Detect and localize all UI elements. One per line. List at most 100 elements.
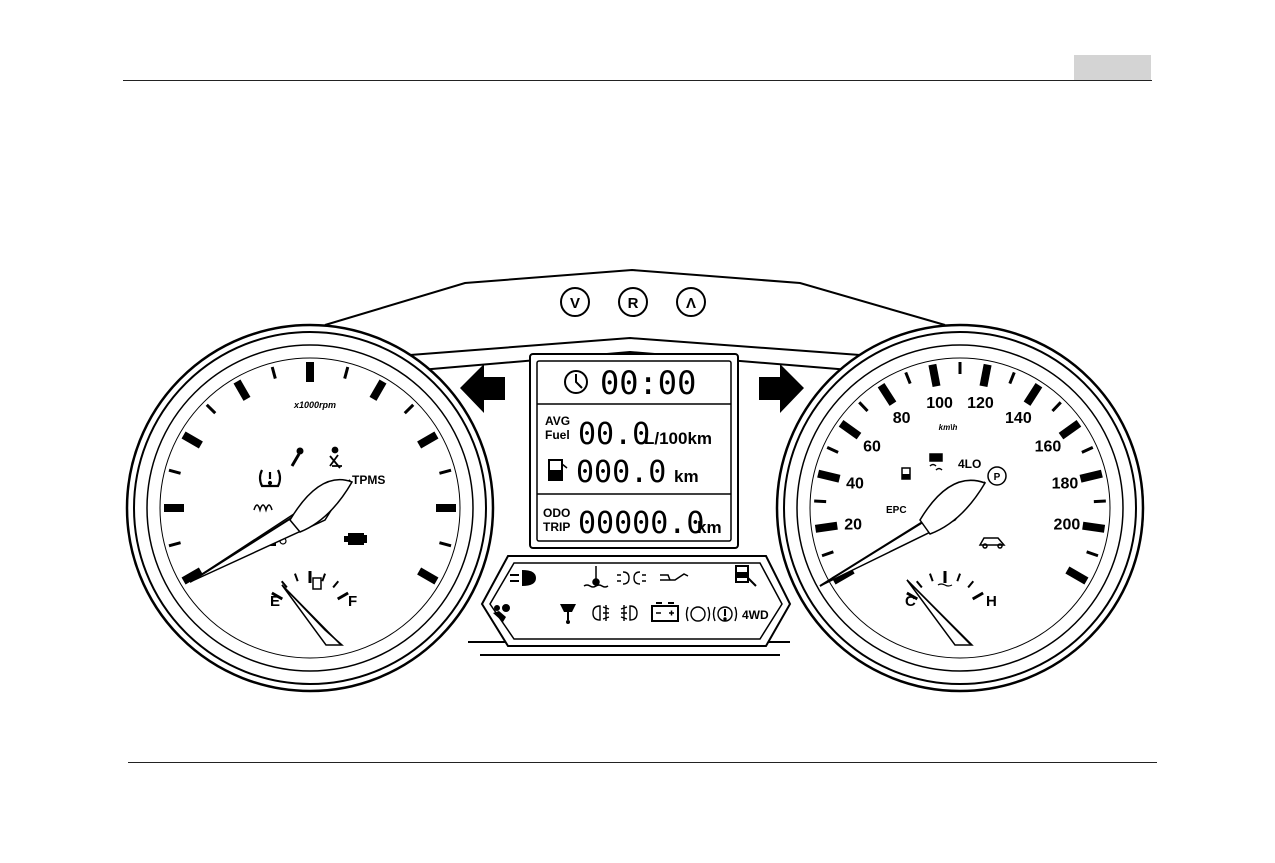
- minor-tick: [814, 499, 827, 504]
- minor-tick: [858, 401, 869, 413]
- major-tick: [417, 431, 439, 449]
- fuel-empty-label: E: [270, 593, 280, 610]
- major-tick: [233, 379, 251, 401]
- door-open-icon: [735, 565, 757, 587]
- major-tick: [181, 431, 203, 449]
- fuel-range-icon: [548, 459, 568, 481]
- major-tick: [838, 420, 862, 440]
- center-display: 00:00 AVG Fuel 00.0 L/100km 000.0 km ODO…: [529, 353, 739, 549]
- trip-label: TRIP: [543, 520, 570, 534]
- avg-fuel-unit: L/100km: [644, 429, 712, 448]
- reset-button[interactable]: R: [618, 287, 648, 317]
- four-wd-indicator-label: 4WD: [742, 608, 769, 622]
- airbag-warning-icon: [493, 604, 510, 622]
- front-fog-light-icon: [620, 605, 638, 621]
- major-tick: [181, 567, 203, 585]
- minor-tick: [270, 366, 277, 379]
- fuel-pump-icon: [312, 577, 322, 590]
- position-lights-icon: [617, 571, 646, 585]
- minor-tick: [321, 573, 326, 582]
- speed-scale-label: 100: [926, 395, 953, 412]
- speed-scale-label: 60: [863, 438, 881, 455]
- tachometer-needle: [189, 478, 354, 583]
- tachometer-ticks: [164, 362, 456, 585]
- major-tick: [971, 591, 984, 601]
- right-turn-signal-icon: [759, 364, 804, 413]
- key-icon: [290, 447, 304, 467]
- major-tick: [817, 469, 841, 483]
- tpms-warning-icon: [258, 469, 282, 488]
- parking-brake-icon: P: [987, 466, 1007, 486]
- minor-tick: [956, 573, 961, 582]
- major-tick: [979, 363, 992, 387]
- major-tick: [1079, 469, 1103, 483]
- minor-tick: [294, 573, 299, 582]
- minor-tick: [280, 580, 288, 589]
- minor-tick: [439, 468, 452, 475]
- speed-scale-label: 160: [1035, 438, 1062, 455]
- car-lights-icon: [978, 537, 1006, 549]
- range-unit: km: [674, 467, 699, 486]
- speed-scale-label: 20: [844, 516, 862, 533]
- minor-tick: [343, 366, 350, 379]
- check-engine-icon: [344, 533, 367, 545]
- speed-unit-label: km\h: [939, 423, 958, 432]
- minor-tick: [1086, 550, 1099, 558]
- avg-fuel-label-line2: Fuel: [545, 428, 570, 442]
- major-tick: [336, 591, 349, 601]
- page-tab-marker: [1074, 55, 1151, 80]
- down-button[interactable]: V: [560, 287, 590, 317]
- speedometer-ticks: [814, 362, 1106, 585]
- major-tick: [1065, 566, 1089, 585]
- major-tick: [1082, 521, 1106, 533]
- washer-fluid-icon: [560, 604, 576, 624]
- minor-tick: [205, 403, 217, 415]
- oil-pressure-icon: [660, 573, 689, 581]
- four-lo-label: 4LO: [958, 457, 981, 471]
- avg-fuel-readout: 00.0: [578, 417, 650, 452]
- major-tick: [271, 591, 284, 601]
- speed-scale-label: 80: [893, 410, 911, 427]
- left-turn-signal-icon: [460, 364, 505, 413]
- tpms-label: TPMS: [352, 473, 385, 487]
- down-button-label: V: [570, 295, 580, 312]
- temperature-gauge: C H: [905, 571, 997, 646]
- up-button[interactable]: Λ: [676, 287, 706, 317]
- coolant-temp-small-icon: [937, 573, 953, 587]
- odometer-unit: km: [697, 518, 722, 537]
- major-tick: [877, 383, 897, 406]
- bottom-rule: [128, 762, 1157, 763]
- top-rule: [123, 80, 1152, 81]
- minor-tick: [403, 403, 415, 415]
- speedometer-needle: [819, 479, 987, 587]
- speed-scale-label: 40: [846, 476, 864, 493]
- odo-label: ODO: [543, 506, 570, 520]
- clock-icon: [564, 370, 588, 394]
- odometer-readout: 00000.0: [578, 506, 704, 541]
- speed-scale-label: 180: [1052, 476, 1079, 493]
- clock-readout: 00:00: [600, 364, 696, 402]
- fuel-full-label: F: [348, 593, 357, 610]
- coolant-temp-warning-icon: [583, 566, 609, 588]
- tachometer: x1000rpm TPMS: [125, 323, 495, 693]
- epc-label: EPC: [886, 505, 907, 516]
- minor-tick: [821, 550, 834, 558]
- minor-tick: [1093, 499, 1106, 504]
- svg-text:P: P: [994, 472, 1001, 483]
- major-tick: [1023, 383, 1043, 406]
- fuel-gauge: E F: [270, 571, 357, 646]
- major-tick: [1058, 420, 1082, 440]
- up-button-label: Λ: [686, 295, 696, 312]
- cluster-housing: [324, 268, 946, 656]
- fuel-door-icon: [901, 467, 911, 480]
- rpm-unit-label: x1000rpm: [293, 400, 336, 410]
- minor-tick: [929, 573, 934, 582]
- speed-scale-label: 200: [1054, 516, 1081, 533]
- minor-tick: [1081, 445, 1094, 454]
- speed-scale-label: 120: [967, 395, 994, 412]
- major-tick: [417, 567, 439, 585]
- brake-warning-icon: [712, 606, 738, 622]
- minor-tick: [904, 371, 912, 385]
- avg-fuel-label-line1: AVG: [545, 414, 570, 428]
